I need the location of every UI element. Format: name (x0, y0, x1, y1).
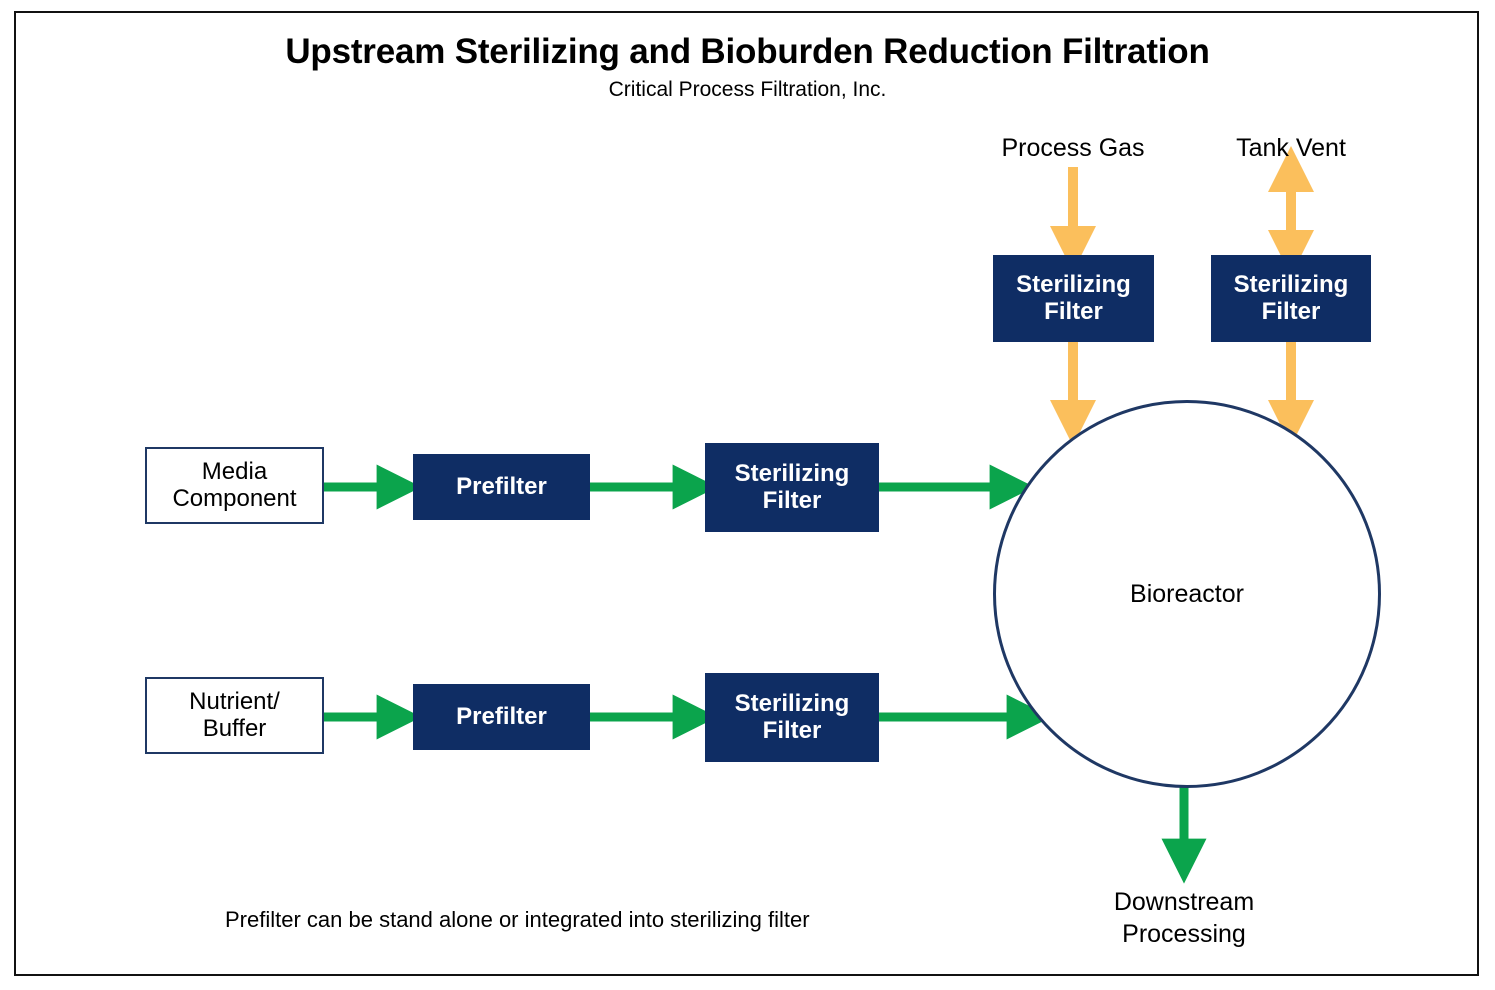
node-media-component-label: Media Component (172, 457, 297, 512)
node-prefilter-top-label: Prefilter (456, 472, 547, 500)
node-sterilizing-filter-tank-vent-label: Sterilizing Filter (1233, 270, 1349, 325)
node-sterilizing-filter-nutrient[interactable]: Sterilizing Filter (705, 673, 879, 762)
node-sterilizing-filter-tank-vent[interactable]: Sterilizing Filter (1211, 255, 1371, 342)
label-process-gas: Process Gas (1001, 134, 1145, 162)
node-bioreactor-label: Bioreactor (1130, 579, 1244, 608)
page-title: Upstream Sterilizing and Bioburden Reduc… (285, 32, 1210, 71)
node-sterilizing-filter-nutrient-label: Sterilizing Filter (734, 689, 850, 744)
node-sterilizing-filter-media-label: Sterilizing Filter (734, 459, 850, 514)
node-sterilizing-filter-process-gas-label: Sterilizing Filter (1016, 270, 1131, 325)
node-sterilizing-filter-media[interactable]: Sterilizing Filter (705, 443, 879, 532)
node-prefilter-bottom-label: Prefilter (456, 702, 547, 730)
node-nutrient-buffer-label: Nutrient/ Buffer (189, 687, 280, 742)
node-sterilizing-filter-process-gas[interactable]: Sterilizing Filter (993, 255, 1154, 342)
node-media-component[interactable]: Media Component (145, 447, 324, 524)
page-subtitle: Critical Process Filtration, Inc. (608, 78, 887, 101)
node-bioreactor[interactable]: Bioreactor (993, 400, 1381, 788)
label-downstream-processing: Downstream Processing (1113, 888, 1255, 948)
node-prefilter-bottom[interactable]: Prefilter (413, 684, 590, 750)
node-nutrient-buffer[interactable]: Nutrient/ Buffer (145, 677, 324, 754)
node-prefilter-top[interactable]: Prefilter (413, 454, 590, 520)
footnote-text: Prefilter can be stand alone or integrat… (225, 907, 810, 932)
label-tank-vent: Tank Vent (1236, 134, 1346, 162)
